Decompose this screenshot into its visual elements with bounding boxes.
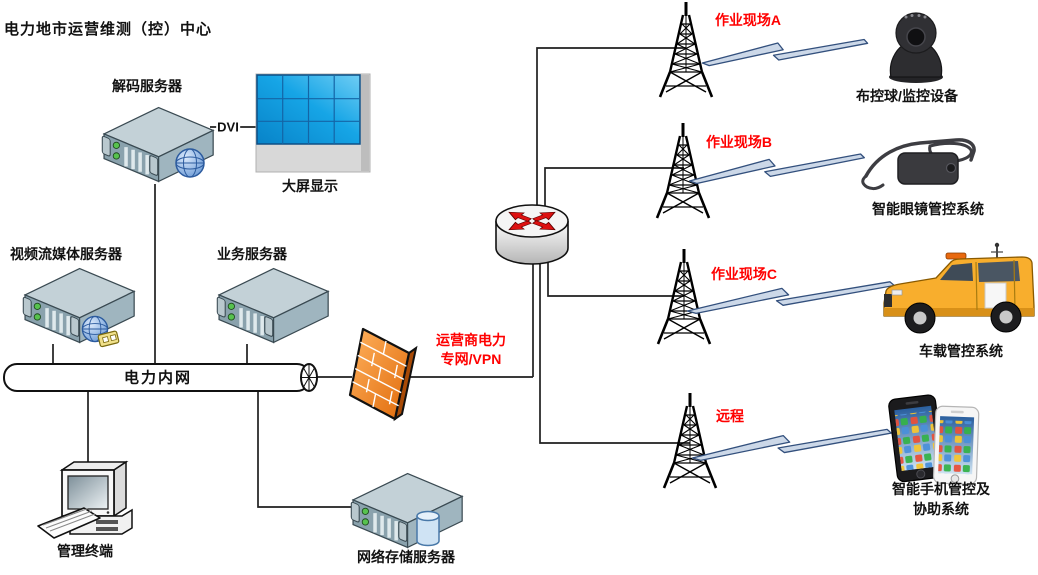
media-server-icon — [21, 266, 136, 348]
router-icon — [495, 204, 569, 265]
smartphones-icon — [888, 394, 980, 485]
site-a-label: 作业现场A — [714, 12, 782, 28]
wireless-link-b — [687, 151, 867, 186]
wan-label-line1: 运营商电力 — [436, 332, 506, 348]
terminal-label: 管理终端 — [57, 543, 113, 559]
radio-tower-icon-remote — [662, 391, 718, 490]
diagram-title: 电力地市运营维测（控）中心 — [4, 21, 213, 38]
media-server-label: 视频流媒体服务器 — [10, 246, 122, 262]
storage-server-label: 网络存储服务器 — [357, 549, 455, 565]
radio-tower-icon-a — [658, 0, 714, 99]
wireless-link-c — [685, 279, 897, 316]
wireless-link-remote — [690, 426, 894, 463]
desktop-terminal-icon — [37, 460, 133, 539]
site-c-label: 作业现场C — [710, 266, 778, 282]
business-server-icon — [215, 266, 330, 345]
decode-server-label: 解码服务器 — [112, 78, 182, 94]
site-a-device-label: 布控球/监控设备 — [856, 88, 958, 104]
dvi-link-label: DVI — [216, 119, 240, 135]
storage-server-icon — [349, 471, 464, 550]
remote-site-label: 远程 — [716, 408, 744, 424]
firewall-icon — [348, 327, 418, 422]
wireless-link-a — [700, 37, 870, 68]
site-b-device-label: 智能眼镜管控系统 — [872, 201, 984, 217]
decode-server-icon — [100, 105, 215, 184]
vehicle-icon — [883, 242, 1035, 334]
site-c-device-label: 车载管控系统 — [919, 343, 1003, 359]
site-b-label: 作业现场B — [705, 134, 773, 150]
intranet-pipe-icon — [3, 363, 318, 392]
ptz-camera-icon — [889, 12, 943, 83]
big-screen-label: 大屏显示 — [282, 178, 338, 194]
video-wall-icon — [255, 73, 371, 173]
intranet-label: 电力内网 — [123, 369, 193, 387]
remote-device-label-line1: 智能手机管控及 — [892, 481, 990, 497]
wan-label-line2: 专网/VPN — [440, 351, 502, 367]
radio-tower-icon-b — [655, 121, 711, 220]
smart-glasses-icon — [861, 138, 976, 191]
business-server-label: 业务服务器 — [217, 246, 287, 262]
remote-device-label-line2: 协助系统 — [913, 501, 969, 517]
